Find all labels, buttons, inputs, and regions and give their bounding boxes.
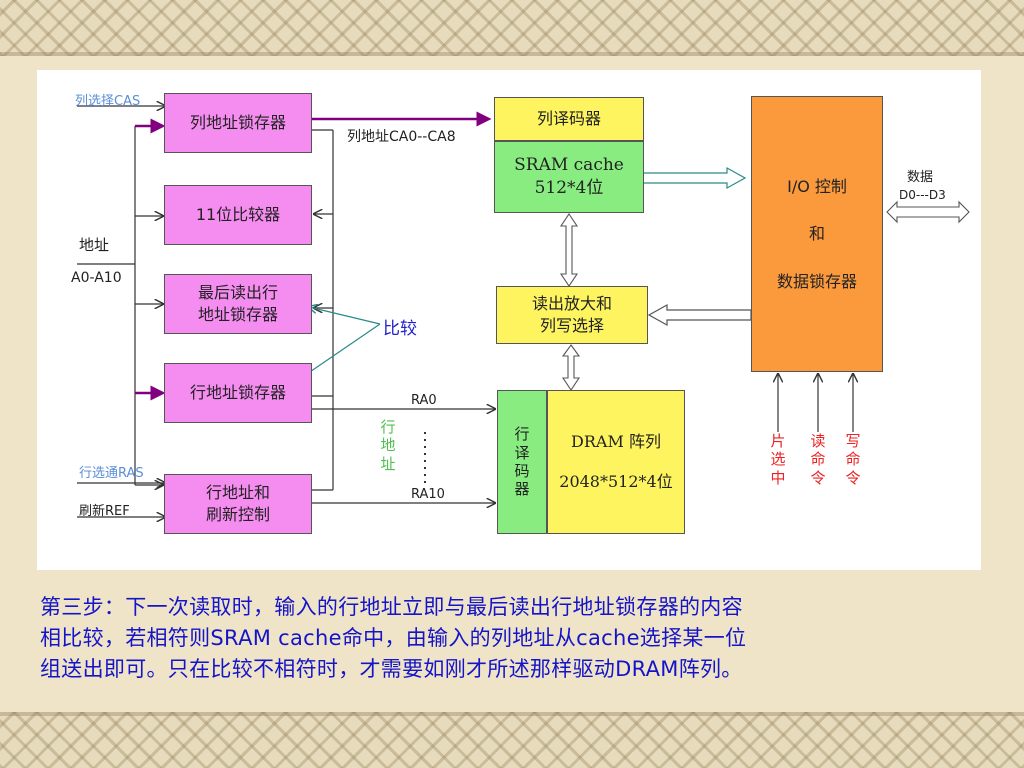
address-range-label: A0-A10 — [71, 270, 122, 286]
cas-label: 列选择CAS — [75, 94, 141, 109]
compare-label: 比较 — [383, 319, 417, 339]
row-address-vertical-label: 行地址 — [380, 418, 396, 473]
decorative-bottom-border — [0, 712, 1024, 768]
caption-line-3: 组送出即可。只在比较不相符时，才需要如刚才所述那样驱动DRAM阵列。 — [40, 657, 743, 681]
dram-array: DRAM 阵列 2048*512*4位 — [547, 390, 685, 534]
ref-label: 刷新REF — [79, 504, 130, 519]
diagram-panel: 列地址锁存器 11位比较器 最后读出行 地址锁存器 行地址锁存器 行地址和 刷新… — [37, 70, 981, 570]
column-address-label: 列地址CA0--CA8 — [347, 129, 456, 145]
sram-cache-line2: 512*4位 — [534, 178, 604, 198]
row-address-latch-label: 行地址锁存器 — [189, 383, 286, 403]
row-refresh-line1: 行地址和 — [205, 483, 270, 503]
row-address-latch: 行地址锁存器 — [164, 363, 312, 423]
comparator-11bit: 11位比较器 — [164, 185, 312, 245]
column-address-latch-label: 列地址锁存器 — [189, 113, 286, 133]
caption-line-1: 第三步：下一次读取时，输入的行地址立即与最后读出行地址锁存器的内容 — [40, 595, 743, 619]
column-decoder-label: 列译码器 — [536, 109, 601, 129]
chip-select-label: 片选中 — [770, 432, 786, 487]
sram-cache-line1: SRAM cache — [514, 155, 624, 176]
data-bus-label: D0---D3 — [899, 188, 946, 202]
last-row-address-latch: 最后读出行 地址锁存器 — [164, 274, 312, 334]
io-control-line3: 数据锁存器 — [776, 271, 857, 291]
last-row-latch-line2: 地址锁存器 — [197, 305, 278, 324]
decorative-top-border — [0, 0, 1024, 56]
row-decoder-label: 行译码器 — [514, 425, 530, 499]
caption-line-2: 相比较，若相符则SRAM cache命中，由输入的列地址从cache选择某一位 — [40, 626, 747, 650]
read-command-label: 读命令 — [810, 432, 826, 487]
comparator-label: 11位比较器 — [195, 205, 281, 225]
io-control-data-latch: I/O 控制 和 数据锁存器 — [751, 96, 883, 372]
io-control-line2: 和 — [808, 224, 825, 244]
dram-array-line1: DRAM 阵列 — [571, 432, 661, 452]
column-decoder: 列译码器 — [494, 97, 644, 141]
sense-amp-line1: 读出放大和 — [531, 294, 612, 314]
row-address-refresh-control: 行地址和 刷新控制 — [164, 474, 312, 534]
dram-array-line2: 2048*512*4位 — [559, 472, 673, 491]
io-control-line1: I/O 控制 — [787, 176, 847, 196]
ra0-label: RA0 — [411, 393, 437, 408]
write-command-label: 写命令 — [845, 432, 861, 487]
row-refresh-line2: 刷新控制 — [205, 505, 270, 524]
column-address-latch: 列地址锁存器 — [164, 93, 312, 153]
ra10-label: RA10 — [411, 487, 445, 502]
address-label: 地址 — [79, 236, 110, 254]
sense-amp-line2: 列写选择 — [539, 316, 604, 335]
diagram-wires — [77, 70, 970, 570]
caption-text: 第三步：下一次读取时，输入的行地址立即与最后读出行地址锁存器的内容 相比较，若相… — [40, 592, 990, 685]
row-decoder: 行译码器 — [497, 390, 547, 534]
sram-cache: SRAM cache 512*4位 — [494, 141, 644, 213]
ras-label: 行选通RAS — [79, 466, 144, 481]
sense-amp-column-write: 读出放大和 列写选择 — [496, 286, 648, 344]
last-row-latch-line1: 最后读出行 — [197, 283, 278, 303]
data-label: 数据 — [907, 170, 934, 185]
